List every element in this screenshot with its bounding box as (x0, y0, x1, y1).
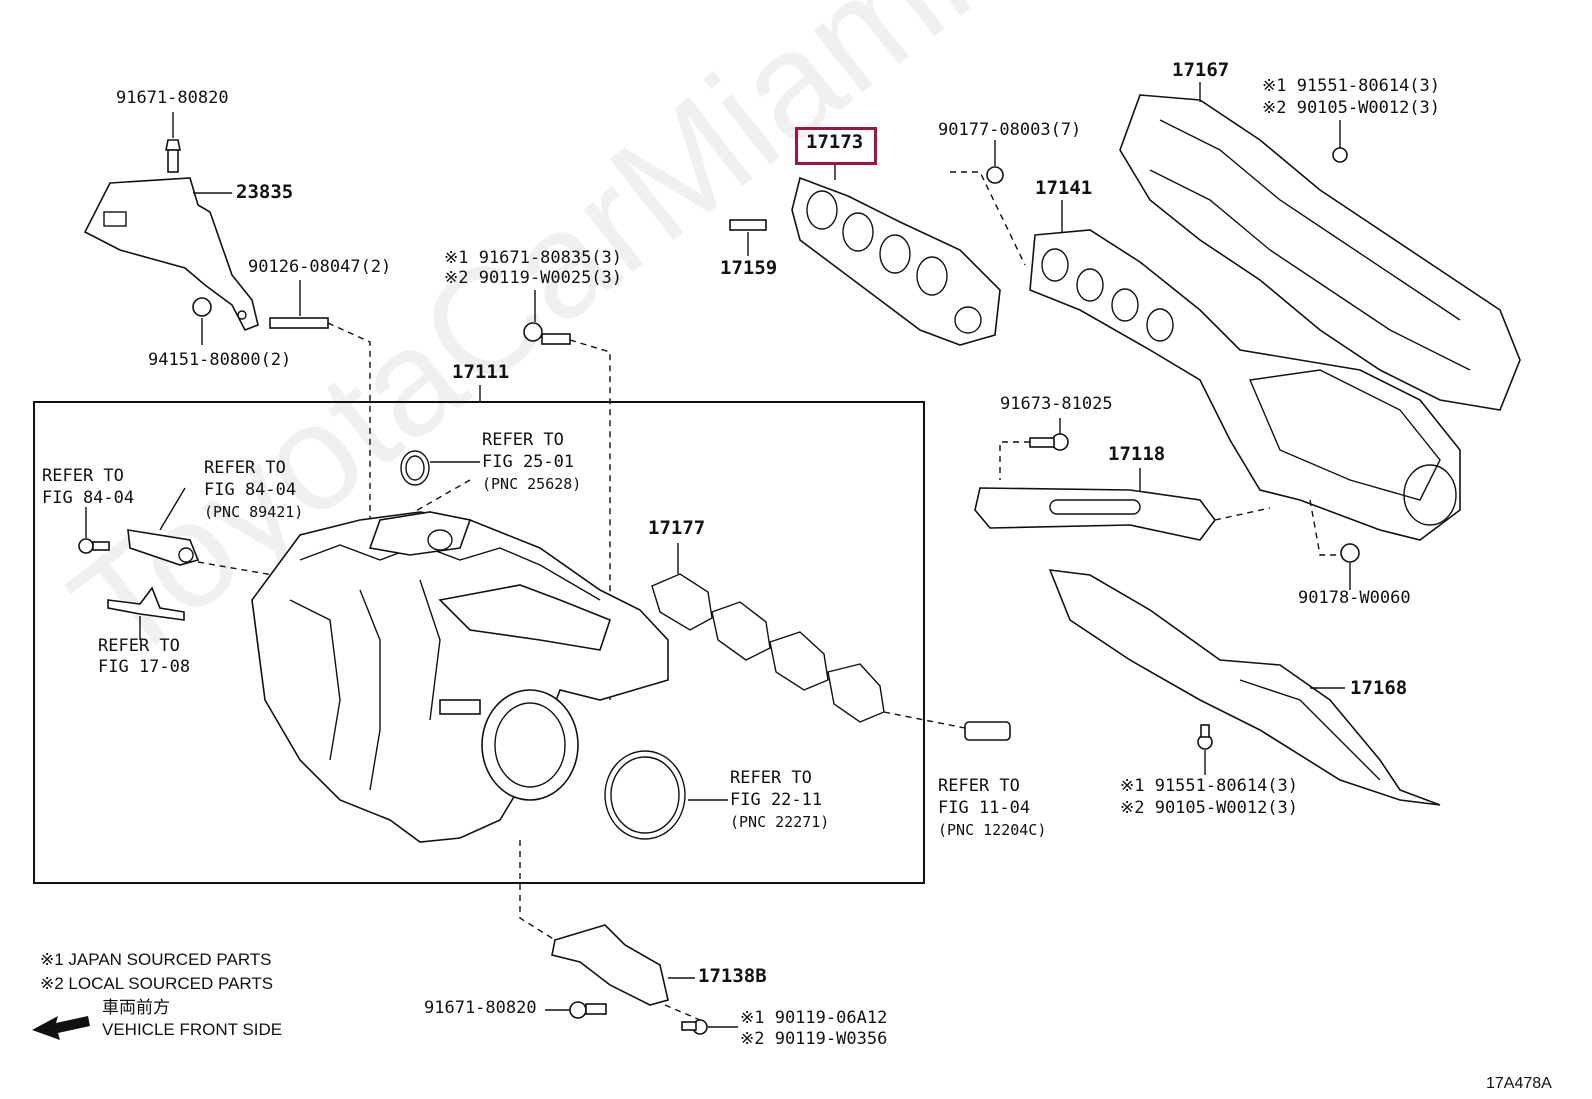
gasket-17177[interactable] (651, 573, 885, 723)
label-23835[interactable]: 23835 (236, 181, 294, 203)
label-90105-w0012-top[interactable]: ※2 90105-W0012(3) (1262, 98, 1441, 118)
refer-22-11-line3[interactable]: (PNC 22271) (730, 813, 830, 831)
legend-local-sourced: ※2 LOCAL SOURCED PARTS (40, 974, 274, 993)
stud-17159[interactable] (729, 219, 767, 231)
label-94151-80800[interactable]: 94151-80800(2) (148, 350, 292, 370)
label-90126-08047[interactable]: 90126-08047(2) (248, 257, 392, 277)
heat-insulator-17168[interactable] (1048, 569, 1441, 806)
nut-90177-08003 (986, 166, 1004, 184)
exhaust-manifold-17141[interactable] (1029, 229, 1461, 541)
bracket-23835[interactable] (83, 177, 259, 332)
sensor-89421[interactable] (127, 529, 200, 566)
label-91551-80614-top[interactable]: ※1 91551-80614(3) (1262, 76, 1441, 96)
label-90119-w0356[interactable]: ※2 90119-W0356 (740, 1029, 888, 1049)
refer-22-11-line1[interactable]: REFER TO (730, 768, 812, 788)
sensor-12204c (964, 721, 1011, 741)
label-17173[interactable]: 17173 (806, 131, 864, 153)
intake-manifold-group-box (33, 401, 925, 884)
refer-84-04-right-line1[interactable]: REFER TO (204, 458, 286, 478)
highlight-box-17173 (795, 127, 877, 165)
bolt-91673-81025 (1029, 433, 1069, 451)
legend-japan-sourced: ※1 JAPAN SOURCED PARTS (40, 950, 272, 969)
label-17141[interactable]: 17141 (1035, 177, 1093, 199)
label-91551-80614-bottom[interactable]: ※1 91551-80614(3) (1120, 776, 1299, 796)
bolt-91671-80835[interactable] (523, 322, 571, 345)
label-91671-80820-bottom[interactable]: 91671-80820 (424, 998, 537, 1018)
label-91671-80820-top[interactable]: 91671-80820 (116, 88, 229, 108)
refer-25-01-line2[interactable]: FIG 25-01 (482, 452, 575, 472)
label-91671-80835[interactable]: ※1 91671-80835(3) (444, 248, 623, 268)
nut-90178-w0060 (1340, 543, 1360, 563)
label-17168[interactable]: 17168 (1350, 677, 1408, 699)
vehicle-front-arrow (32, 1016, 90, 1040)
label-17167[interactable]: 17167 (1172, 59, 1230, 81)
bracket-17118[interactable] (974, 487, 1216, 541)
label-90177-08003[interactable]: 90177-08003(7) (938, 120, 1082, 140)
refer-11-04-line3[interactable]: (PNC 12204C) (938, 821, 1047, 839)
heat-insulator-17167[interactable] (1119, 94, 1521, 411)
seal-ring-25628 (400, 450, 430, 486)
refer-25-01-line3[interactable]: (PNC 25628) (482, 475, 582, 493)
refer-11-04-line1[interactable]: REFER TO (938, 776, 1020, 796)
refer-17-08-line1[interactable]: REFER TO (98, 636, 180, 656)
bracket-17138b[interactable] (551, 924, 669, 1006)
label-17118[interactable]: 17118 (1108, 443, 1166, 465)
exhaust-gasket-17173[interactable] (791, 176, 1001, 346)
legend-vehicle-front-en: VEHICLE FRONT SIDE (102, 1020, 283, 1039)
label-90119-06a12[interactable]: ※1 90119-06A12 (740, 1008, 888, 1028)
bolt-91551-bottom (1197, 724, 1213, 750)
legend-vehicle-front-jp: 車両前方 (102, 998, 170, 1017)
refer-84-04-right-line3[interactable]: (PNC 89421) (204, 503, 304, 521)
refer-22-11-line2[interactable]: FIG 22-11 (730, 790, 823, 810)
label-91673-81025[interactable]: 91673-81025 (1000, 394, 1113, 414)
refer-11-04-line2[interactable]: FIG 11-04 (938, 798, 1031, 818)
gasket-ring-22271 (604, 750, 686, 840)
bolt-91671-80820-bottom (569, 1001, 607, 1019)
nut-94151-80800 (192, 297, 212, 317)
refer-25-01-line1[interactable]: REFER TO (482, 430, 564, 450)
intake-manifold-17111[interactable] (251, 511, 669, 843)
stud-90126-08047[interactable] (269, 317, 329, 329)
label-17177[interactable]: 17177 (648, 517, 706, 539)
bolt-90119-06a12 (681, 1019, 708, 1035)
bolt-91551-top (1332, 147, 1348, 163)
hose-17-08 (107, 586, 185, 621)
diagram-code: 17A478A (1486, 1075, 1552, 1092)
refer-84-04-left-line2[interactable]: FIG 84-04 (42, 488, 135, 508)
label-17159[interactable]: 17159 (720, 257, 778, 279)
bolt-91671-80820-top[interactable] (165, 139, 181, 173)
refer-17-08-line2[interactable]: FIG 17-08 (98, 657, 191, 677)
label-17138b[interactable]: 17138B (698, 965, 767, 987)
refer-84-04-right-line2[interactable]: FIG 84-04 (204, 480, 297, 500)
label-17111[interactable]: 17111 (452, 361, 510, 383)
label-90119-w0025[interactable]: ※2 90119-W0025(3) (444, 268, 623, 288)
label-90105-w0012-bottom[interactable]: ※2 90105-W0012(3) (1120, 798, 1299, 818)
refer-84-04-left-line1[interactable]: REFER TO (42, 466, 124, 486)
label-90178-w0060[interactable]: 90178-W0060 (1298, 588, 1411, 608)
bolt-left-84-04 (78, 538, 110, 554)
